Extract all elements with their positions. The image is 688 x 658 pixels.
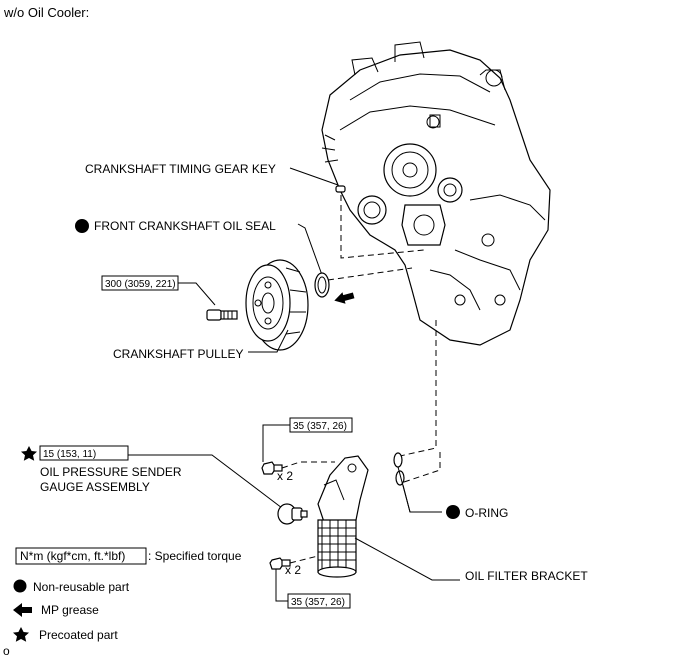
legend: N*m (kgf*cm, ft.*lbf) : Specified torque… bbox=[13, 547, 242, 642]
pulley-bolt-leader bbox=[178, 282, 216, 306]
bracket-bolt-leader-top bbox=[262, 424, 290, 462]
precoated-icon bbox=[13, 627, 29, 642]
o-ring-label: O-RING bbox=[465, 506, 508, 520]
precoated-mark-sender bbox=[21, 446, 37, 461]
sender-label-line1: OIL PRESSURE SENDER bbox=[40, 465, 182, 479]
legend-mp-grease: MP grease bbox=[41, 603, 99, 617]
timing-gear-key-part bbox=[335, 185, 346, 193]
bracket-bolt-torque-box-bottom bbox=[287, 593, 351, 609]
oil-seal-dash bbox=[327, 267, 413, 281]
pulley-leader bbox=[248, 329, 289, 353]
oil-filter-bracket-label: OIL FILTER BRACKET bbox=[465, 569, 588, 583]
bracket-bolt-bottom-part bbox=[269, 557, 291, 570]
bracket-bolt-dash-top bbox=[281, 461, 335, 469]
bracket-bolt-qty-bottom: x 2 bbox=[285, 563, 301, 577]
legend-non-reusable: Non-reusable part bbox=[33, 580, 130, 594]
oil-filter-bracket-part bbox=[317, 455, 369, 578]
sender-leader bbox=[128, 454, 283, 509]
bracket-bolt-qty-top: x 2 bbox=[277, 469, 293, 483]
engine-block-illustration bbox=[321, 41, 551, 346]
diagram-code: o bbox=[3, 644, 10, 658]
mp-grease-icon bbox=[13, 603, 32, 617]
legend-torque-desc: : Specified torque bbox=[148, 549, 242, 563]
legend-torque-box bbox=[15, 547, 147, 565]
oil-filter-bracket-leader bbox=[354, 537, 460, 581]
crankshaft-pulley-part bbox=[245, 259, 309, 351]
sender-label-line2: GAUGE ASSEMBLY bbox=[40, 480, 150, 494]
sender-torque: 15 (153, 11) bbox=[43, 449, 96, 460]
pulley-bolt-part bbox=[206, 309, 238, 321]
non-reusable-mark-oil-seal bbox=[75, 219, 89, 233]
non-reusable-icon bbox=[13, 579, 27, 593]
oil-seal-leader bbox=[297, 223, 323, 276]
timing-gear-key-label: CRANKSHAFT TIMING GEAR KEY bbox=[85, 162, 276, 176]
oil-seal-part bbox=[314, 272, 330, 298]
pulley-bolt-torque: 300 (3059, 221) bbox=[105, 279, 176, 290]
oil-seal-label: FRONT CRANKSHAFT OIL SEAL bbox=[94, 219, 276, 233]
timing-gear-key-leader bbox=[289, 167, 339, 186]
bracket-bolt-leader-bottom bbox=[275, 569, 288, 602]
bracket-bolt-dash-bottom bbox=[289, 555, 319, 564]
bracket-bolt-torque-top: 35 (357, 26) bbox=[293, 421, 347, 432]
non-reusable-mark-o-ring bbox=[446, 505, 460, 519]
mp-grease-arrow-oil-seal bbox=[334, 292, 355, 304]
o-ring-alignment-dash bbox=[399, 320, 437, 457]
o-ring-leader-2 bbox=[402, 484, 411, 513]
legend-precoated: Precoated part bbox=[39, 628, 118, 642]
bracket-bolt-torque-bottom: 35 (357, 26) bbox=[291, 597, 345, 608]
legend-torque-unit: N*m (kgf*cm, ft.*lbf) bbox=[20, 549, 125, 563]
pulley-label: CRANKSHAFT PULLEY bbox=[113, 347, 243, 361]
diagram-title: w/o Oil Cooler: bbox=[3, 5, 89, 20]
sender-torque-box bbox=[39, 445, 129, 461]
timing-gear-key-dash bbox=[340, 195, 425, 259]
oil-pressure-sender-part bbox=[277, 503, 308, 525]
